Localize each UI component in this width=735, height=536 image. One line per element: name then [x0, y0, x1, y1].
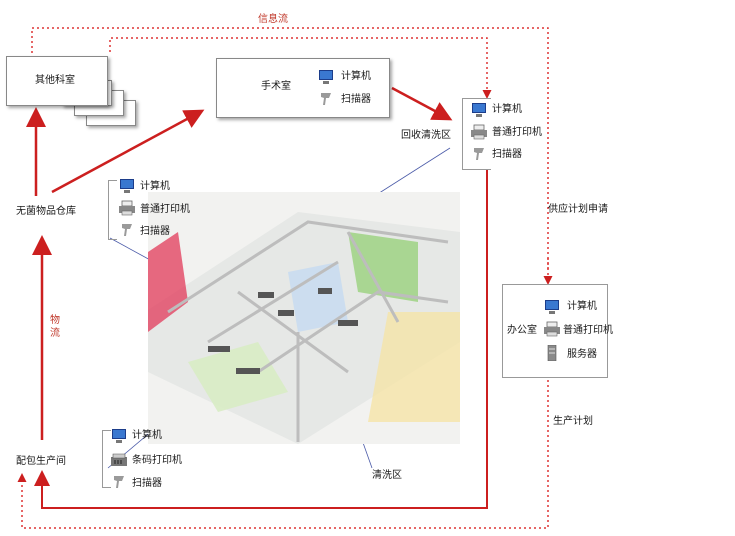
- printer-icon: [119, 200, 135, 216]
- info-flow-dotted-line: [31, 27, 549, 270]
- production-dotted-line: [17, 380, 549, 529]
- recycle-device-printer: 普通打印机: [492, 127, 542, 138]
- computer-icon: [112, 429, 126, 443]
- packaging-bracket: [102, 430, 111, 488]
- recycle-bracket: [462, 98, 491, 170]
- office-device-printer: 普通打印机: [563, 325, 613, 336]
- operating-room-box: 手术室 计算机 扫描器: [216, 58, 390, 118]
- wash-area-label: 清洗区: [372, 470, 402, 481]
- info-flow-dotted-line-inner: [109, 37, 492, 99]
- operating-room-device-computer: 计算机: [341, 71, 371, 82]
- server-icon: [547, 345, 557, 361]
- computer-icon: [319, 70, 333, 84]
- packaging-device-scanner: 扫描器: [132, 478, 162, 489]
- printer-icon: [544, 321, 560, 337]
- packaging-device-barcode-printer: 条码打印机: [132, 455, 182, 466]
- operating-room-device-scanner: 扫描器: [341, 94, 371, 105]
- scanner-icon: [321, 93, 331, 105]
- packaging-label: 配包生产间: [16, 456, 66, 467]
- recycle-device-computer: 计算机: [492, 104, 522, 115]
- recycle-device-scanner: 扫描器: [492, 149, 522, 160]
- other-dept-box: 其他科室: [6, 56, 108, 106]
- office-device-server: 服务器: [567, 349, 597, 360]
- computer-icon: [472, 103, 486, 117]
- office-box: 办公室 计算机 普通打印机 服务器: [502, 284, 613, 378]
- material-flow-outer-line: [34, 170, 488, 509]
- recycle-wash-label: 回收清洗区: [401, 130, 451, 141]
- store-to-or-arrow: [51, 109, 205, 194]
- computer-icon: [120, 179, 134, 193]
- operating-room-label: 手术室: [261, 81, 291, 92]
- office-device-computer: 计算机: [567, 301, 597, 312]
- other-dept-label: 其他科室: [35, 75, 75, 86]
- material-flow-label: 物流: [50, 315, 60, 339]
- supply-request-label: 供应计划申请: [548, 204, 608, 215]
- store-device-scanner: 扫描器: [140, 226, 170, 237]
- info-flow-label: 信息流: [258, 14, 288, 25]
- production-plan-label: 生产计划: [553, 416, 593, 427]
- scanner-icon: [114, 476, 124, 488]
- packaging-device-computer: 计算机: [132, 430, 162, 441]
- barcode-printer-icon: [111, 453, 127, 466]
- office-label: 办公室: [507, 325, 537, 336]
- store-bracket: [108, 180, 117, 240]
- floor-plan-illustration: [148, 192, 460, 444]
- store-device-printer: 普通打印机: [140, 204, 190, 215]
- printer-icon: [471, 124, 487, 140]
- sterile-store-label: 无菌物品仓库: [16, 206, 76, 217]
- store-device-computer: 计算机: [140, 181, 170, 192]
- or-to-recycle-arrow: [391, 86, 453, 121]
- scanner-icon: [122, 224, 132, 236]
- computer-icon: [545, 300, 559, 314]
- scanner-icon: [474, 148, 484, 160]
